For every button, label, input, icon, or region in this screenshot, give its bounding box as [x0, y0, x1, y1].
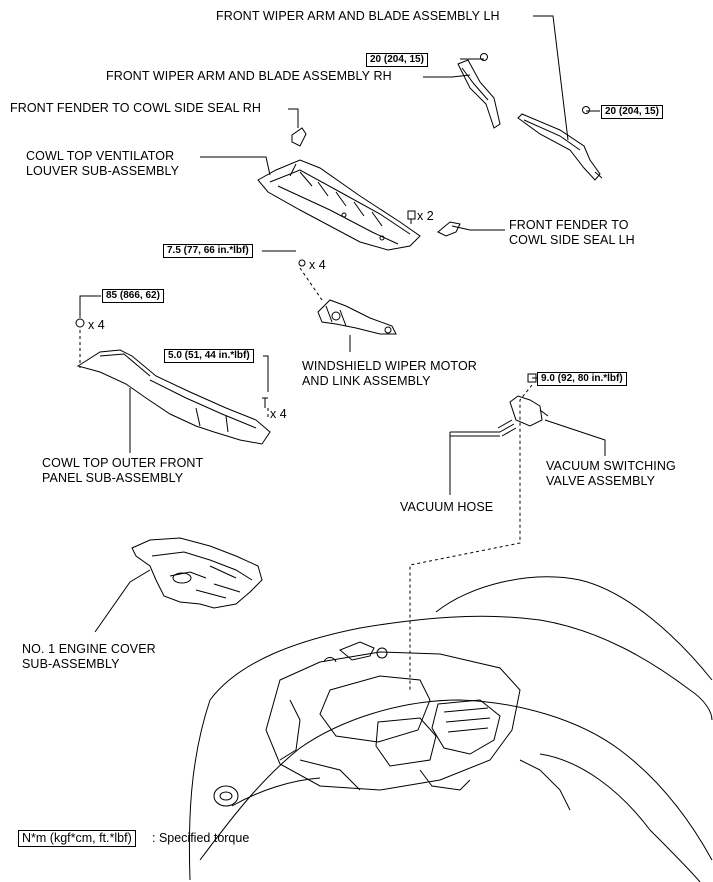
qty-cowl-outer-nut: x 4 [88, 318, 105, 332]
torque-cowl-outer-bolt: 5.0 (51, 44 in.*lbf) [164, 349, 254, 363]
label-vacuum-hose: VACUUM HOSE [400, 500, 494, 514]
wiper-motor-drawing [298, 259, 397, 335]
qty-louver-clip: x 2 [417, 209, 434, 223]
label-cowl-outer-panel: COWL TOP OUTER FRONT PANEL SUB-ASSEMBLY [42, 456, 204, 485]
label-cowl-louver: COWL TOP VENTILATOR LOUVER SUB-ASSEMBLY [26, 149, 180, 178]
wiper-arm-lh-drawing [517, 106, 603, 181]
legend-unit-box: N*m (kgf*cm, ft.*lbf) [18, 830, 136, 847]
vehicle-front-drawing [188, 576, 713, 882]
legend-description: : Specified torque [152, 831, 250, 845]
wiper-arm-rh-drawing [457, 53, 501, 129]
torque-cowl-outer-nut: 85 (866, 62) [102, 289, 164, 303]
fender-seal-lh-drawing [437, 221, 461, 237]
fender-seal-rh-drawing [291, 127, 307, 147]
torque-wiper-rh: 20 (204, 15) [366, 53, 428, 67]
label-wiper-motor: WINDSHIELD WIPER MOTOR AND LINK ASSEMBLY [302, 359, 477, 388]
label-engine-cover: NO. 1 ENGINE COVER SUB-ASSEMBLY [22, 642, 156, 671]
engine-cover-drawing [131, 537, 263, 609]
torque-vsv: 9.0 (92, 80 in.*lbf) [537, 372, 627, 386]
vsv-drawing [497, 373, 549, 437]
dashed-guides [79, 267, 533, 690]
cowl-outer-panel-drawing [75, 318, 271, 445]
label-vsv: VACUUM SWITCHING VALVE ASSEMBLY [546, 459, 676, 488]
qty-cowl-outer-bolt: x 4 [270, 407, 287, 421]
label-fender-seal-rh: FRONT FENDER TO COWL SIDE SEAL RH [10, 101, 262, 115]
label-fender-seal-lh: FRONT FENDER TO COWL SIDE SEAL LH [509, 218, 635, 247]
torque-wiper-motor: 7.5 (77, 66 in.*lbf) [163, 244, 253, 258]
label-wiper-arm-lh: FRONT WIPER ARM AND BLADE ASSEMBLY LH [216, 9, 500, 23]
qty-wiper-motor-bolt: x 4 [309, 258, 326, 272]
label-wiper-arm-rh: FRONT WIPER ARM AND BLADE ASSEMBLY RH [106, 69, 392, 83]
louver-clip-drawing [407, 210, 416, 224]
torque-wiper-lh: 20 (204, 15) [601, 105, 663, 119]
cowl-louver-drawing [257, 159, 421, 251]
